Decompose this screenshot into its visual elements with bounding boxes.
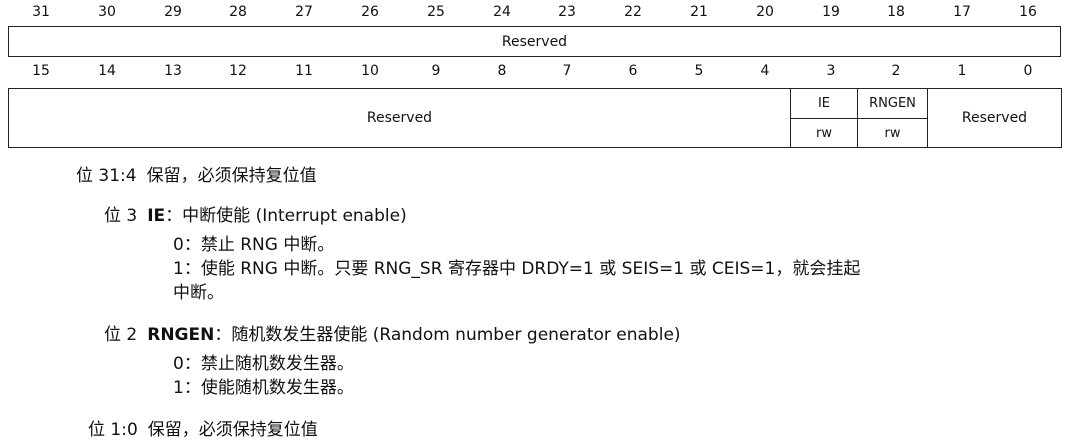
- ie-field-name: IE: [790, 88, 858, 119]
- bit-number: 23: [558, 4, 576, 20]
- bit-label: 位 3: [104, 206, 138, 226]
- desc-bit-3-values: 0：禁止 RNG 中断。 1：使能 RNG 中断。只要 RNG_SR 寄存器中 …: [173, 233, 860, 305]
- bit-number: 13: [164, 63, 182, 79]
- bit-number: 31: [32, 4, 50, 20]
- bit-number: 11: [295, 63, 313, 79]
- desc-bit-2: 位 2 RNGEN：随机数发生器使能 (Random number generat…: [104, 323, 681, 347]
- low-bit-numbers: 15 14 13 12 11 10 9 8 7 6 5 4 3 2 1 0: [8, 60, 1061, 82]
- bit-number: 20: [756, 4, 774, 20]
- reserved-field-bits-1-0: Reserved: [927, 88, 1062, 148]
- bit-number: 10: [361, 63, 379, 79]
- bit-number: 29: [164, 4, 182, 20]
- field-title: ：随机数发生器使能 (Random number generator enabl…: [214, 325, 681, 345]
- bit-number: 15: [32, 63, 50, 79]
- value-line: 中断。: [173, 283, 224, 303]
- bit-label: 位 1:0: [88, 420, 138, 440]
- desc-bit-3: 位 3 IE：中断使能 (Interrupt enable): [104, 204, 407, 228]
- bit-number: 19: [822, 4, 840, 20]
- bit-number: 28: [229, 4, 247, 20]
- bit-number: 27: [295, 4, 313, 20]
- bit-number: 7: [562, 63, 572, 79]
- bit-number: 12: [229, 63, 247, 79]
- bit-number: 9: [431, 63, 441, 79]
- bit-number: 2: [891, 63, 901, 79]
- bit-number: 30: [98, 4, 116, 20]
- bit-number: 3: [826, 63, 836, 79]
- value-line: 0：禁止 RNG 中断。: [173, 235, 335, 255]
- reserved-field-low: Reserved: [8, 88, 791, 148]
- bit-number: 5: [694, 63, 704, 79]
- reserved-field-high: Reserved: [8, 26, 1061, 57]
- bit-number: 22: [624, 4, 642, 20]
- rngen-access-type: rw: [857, 118, 928, 148]
- bit-number: 24: [493, 4, 511, 20]
- desc-bits-1-0: 位 1:0 保留，必须保持复位值: [88, 418, 318, 442]
- register-high-half: Reserved: [8, 26, 1061, 57]
- high-bit-numbers: 31 30 29 28 27 26 25 24 23 22 21 20 19 1…: [8, 1, 1061, 23]
- bit-number: 0: [1023, 63, 1033, 79]
- bit-number: 26: [361, 4, 379, 20]
- value-line: 0：禁止随机数发生器。: [173, 354, 354, 374]
- bit-number: 1: [957, 63, 967, 79]
- bit-number: 21: [690, 4, 708, 20]
- desc-bit-2-values: 0：禁止随机数发生器。 1：使能随机数发生器。: [173, 352, 354, 400]
- bit-number: 8: [497, 63, 507, 79]
- field-name: IE: [147, 206, 166, 226]
- rngen-field-name: RNGEN: [857, 88, 928, 119]
- bit-label: 位 31:4: [76, 166, 137, 186]
- value-line: 1：使能随机数发生器。: [173, 378, 354, 398]
- bit-label: 位 2: [104, 325, 138, 345]
- bit-number: 18: [887, 4, 905, 20]
- field-name: RNGEN: [147, 325, 215, 345]
- bit-description: 保留，必须保持复位值: [146, 166, 317, 186]
- bit-number: 16: [1019, 4, 1037, 20]
- bit-number: 25: [427, 4, 445, 20]
- bit-number: 17: [953, 4, 971, 20]
- ie-access-type: rw: [790, 118, 858, 148]
- bit-description: 保留，必须保持复位值: [147, 420, 318, 440]
- field-title: ：中断使能 (Interrupt enable): [165, 206, 407, 226]
- bit-number: 4: [760, 63, 770, 79]
- register-low-half: Reserved IE RNGEN Reserved rw rw: [8, 88, 1062, 148]
- bit-number: 14: [98, 63, 116, 79]
- value-line: 1：使能 RNG 中断。只要 RNG_SR 寄存器中 DRDY=1 或 SEIS…: [173, 259, 861, 279]
- desc-bits-31-4: 位 31:4 保留，必须保持复位值: [76, 164, 317, 188]
- bit-number: 6: [628, 63, 638, 79]
